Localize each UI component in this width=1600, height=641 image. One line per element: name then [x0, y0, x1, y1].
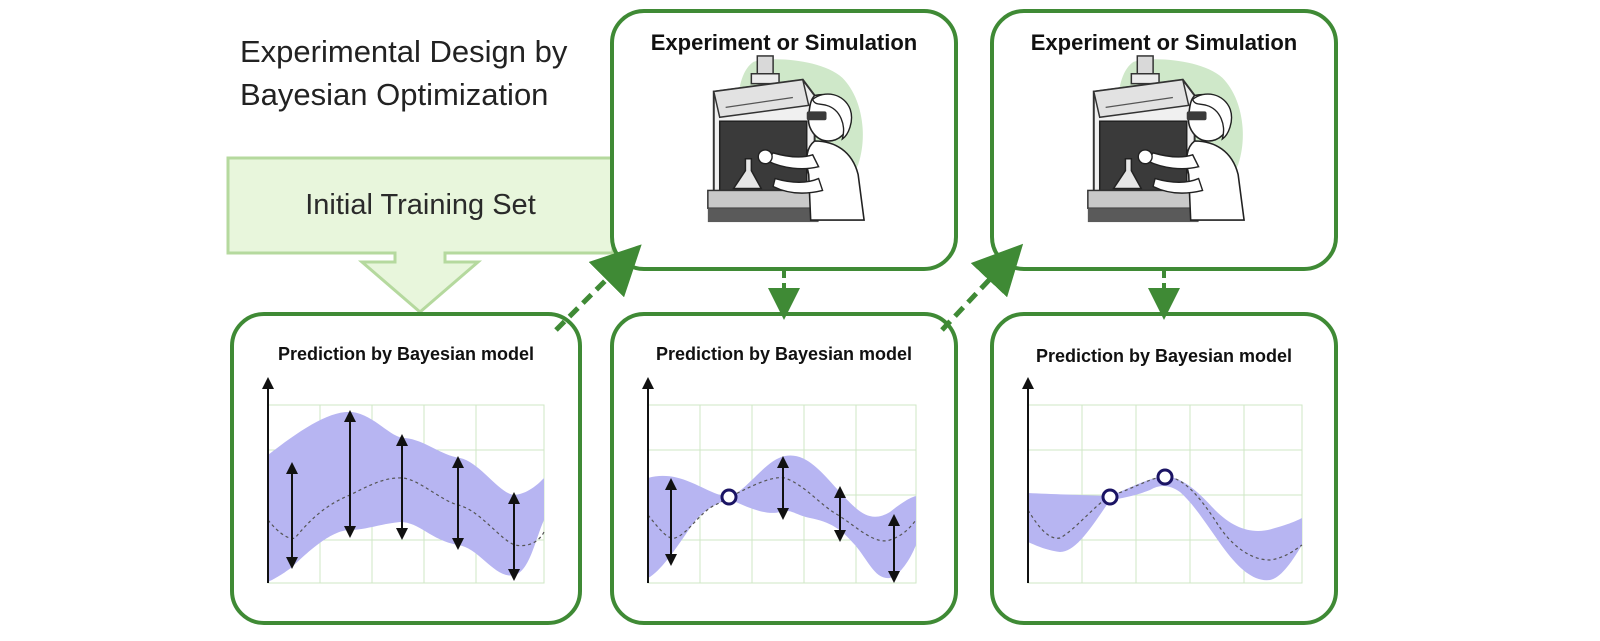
observed-point — [1101, 488, 1119, 506]
title-line-1: Experimental Design by — [240, 34, 568, 69]
initial-training-label: Initial Training Set — [305, 189, 536, 221]
prediction-title-3: Prediction by Bayesian model — [1035, 346, 1293, 366]
plot-1 — [262, 377, 545, 584]
observed-point — [1156, 468, 1174, 486]
plot-3 — [1022, 377, 1303, 584]
prediction-title-2: Prediction by Bayesian model — [655, 344, 913, 364]
plot-2 — [642, 377, 917, 584]
dashed-arrow-2 — [940, 243, 1024, 332]
title-line-2: Bayesian Optimization — [240, 77, 549, 112]
observed-point — [720, 488, 738, 506]
prediction-title-1: Prediction by Bayesian model — [277, 344, 535, 364]
experiment-title-1: Experiment or Simulation — [650, 30, 918, 55]
diagram-title: Experimental Design by Bayesian Optimiza… — [240, 30, 567, 116]
experiment-title-2: Experiment or Simulation — [1030, 30, 1298, 55]
dashed-arrow-1 — [554, 244, 642, 332]
